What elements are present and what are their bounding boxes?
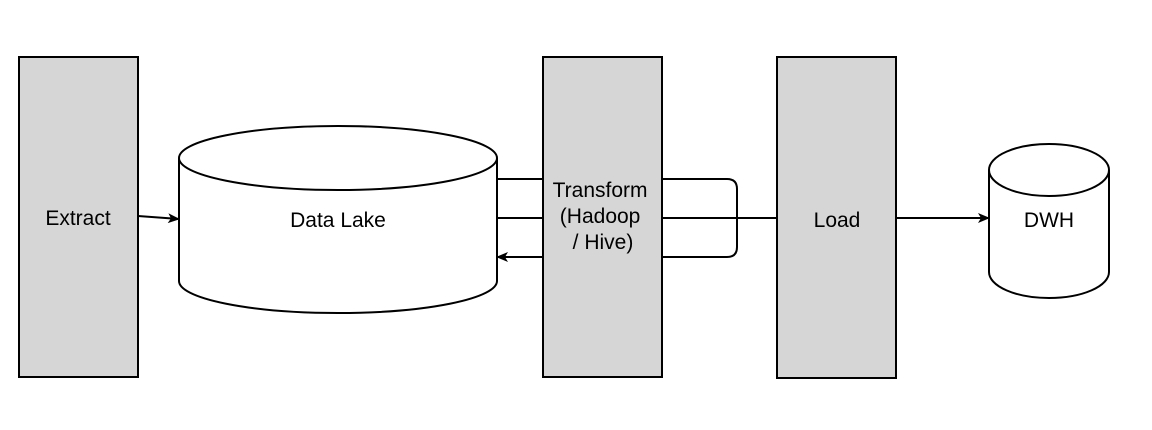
data-lake-top [178,125,498,191]
extract-node[interactable]: Extract [18,56,139,378]
transform-node[interactable]: Transform (Hadoop / Hive) [542,56,663,378]
dwh-body [988,170,1110,299]
data-lake-label: Data Lake [290,209,386,232]
load-label: Load [814,209,861,232]
load-node[interactable]: Load [776,56,897,379]
data-lake-node[interactable]: Data Lake [178,125,498,314]
transform-label-line-3: / Hive) [573,231,634,254]
dwh-label: DWH [1024,209,1074,232]
extract-box [18,56,139,378]
dwh-node[interactable]: DWH [988,143,1110,299]
transform-label-line-2: (Hadoop [560,205,641,228]
extract-label: Extract [45,207,111,230]
transform-label: Transform (Hadoop / Hive) [553,179,654,254]
dwh-top [988,143,1110,197]
data-lake-body [178,158,498,314]
load-box [776,56,897,379]
extract-to-lake-arrow [137,213,180,224]
transform-label-line-1: Transform [553,179,648,202]
